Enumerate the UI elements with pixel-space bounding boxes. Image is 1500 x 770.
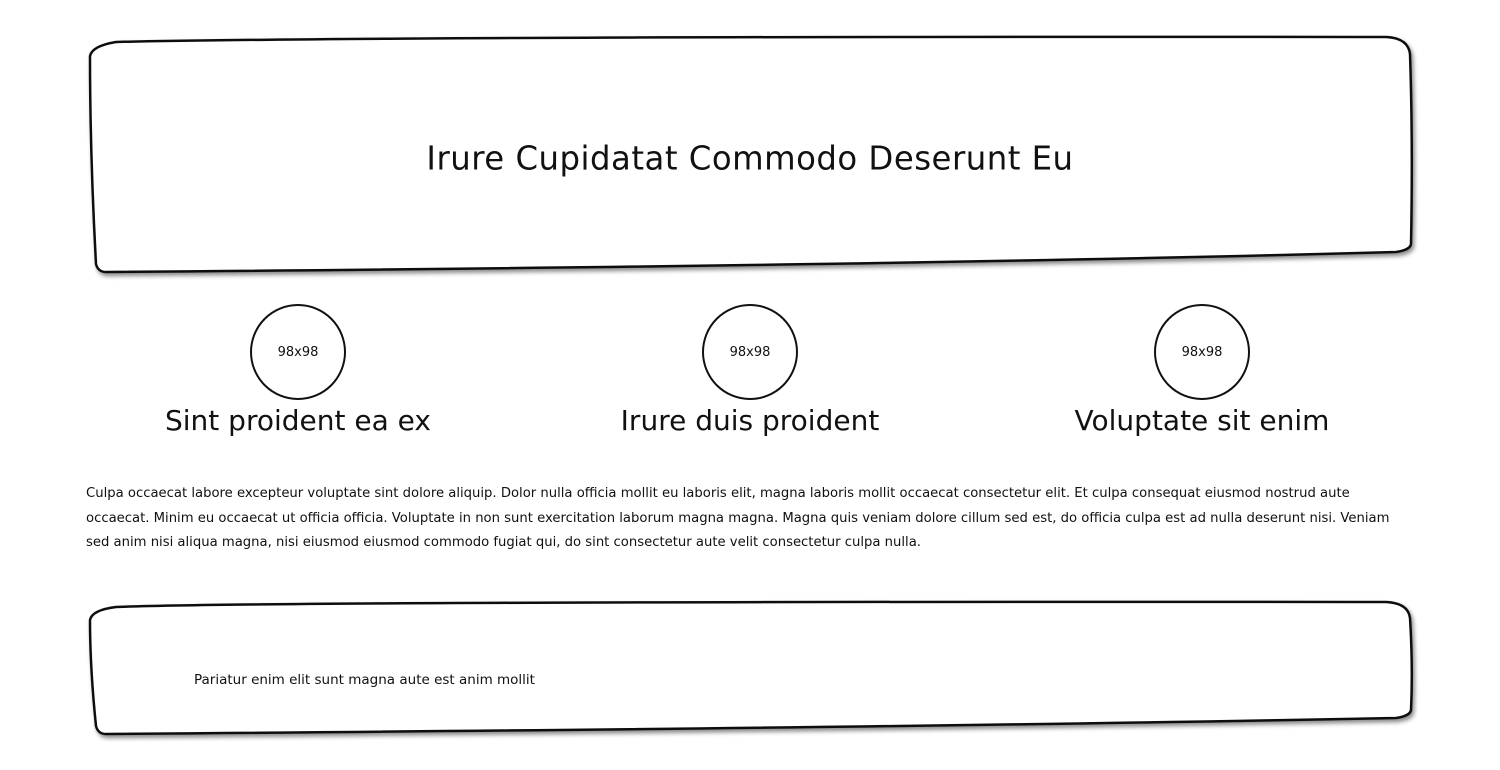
feature-image-placeholder: 98x98 (702, 304, 798, 400)
hero-banner: Irure Cupidatat Commodo Deserunt Eu (86, 34, 1414, 276)
footer-banner: Pariatur enim elit sunt magna aute est a… (86, 598, 1414, 738)
image-size-label: 98x98 (277, 344, 319, 360)
body-paragraph: Culpa occaecat labore excepteur voluptat… (86, 486, 1390, 550)
feature-image-placeholder: 98x98 (1154, 304, 1250, 400)
feature-title: Irure duis proident (620, 404, 880, 437)
image-size-label: 98x98 (1181, 344, 1223, 360)
footer-border (88, 600, 1414, 736)
features-row: 98x98 Sint proident ea ex 98x98 Irure du… (86, 304, 1414, 454)
feature-card: 98x98 Irure duis proident (570, 304, 930, 437)
feature-image-placeholder: 98x98 (250, 304, 346, 400)
footer-text: Pariatur enim elit sunt magna aute est a… (194, 672, 535, 688)
feature-title: Sint proident ea ex (165, 404, 431, 437)
image-size-label: 98x98 (729, 344, 771, 360)
hero-title: Irure Cupidatat Commodo Deserunt Eu (426, 138, 1074, 178)
feature-card: 98x98 Sint proident ea ex (118, 304, 478, 437)
hero-border (88, 35, 1414, 274)
feature-title: Voluptate sit enim (1074, 404, 1330, 437)
feature-card: 98x98 Voluptate sit enim (1022, 304, 1382, 437)
